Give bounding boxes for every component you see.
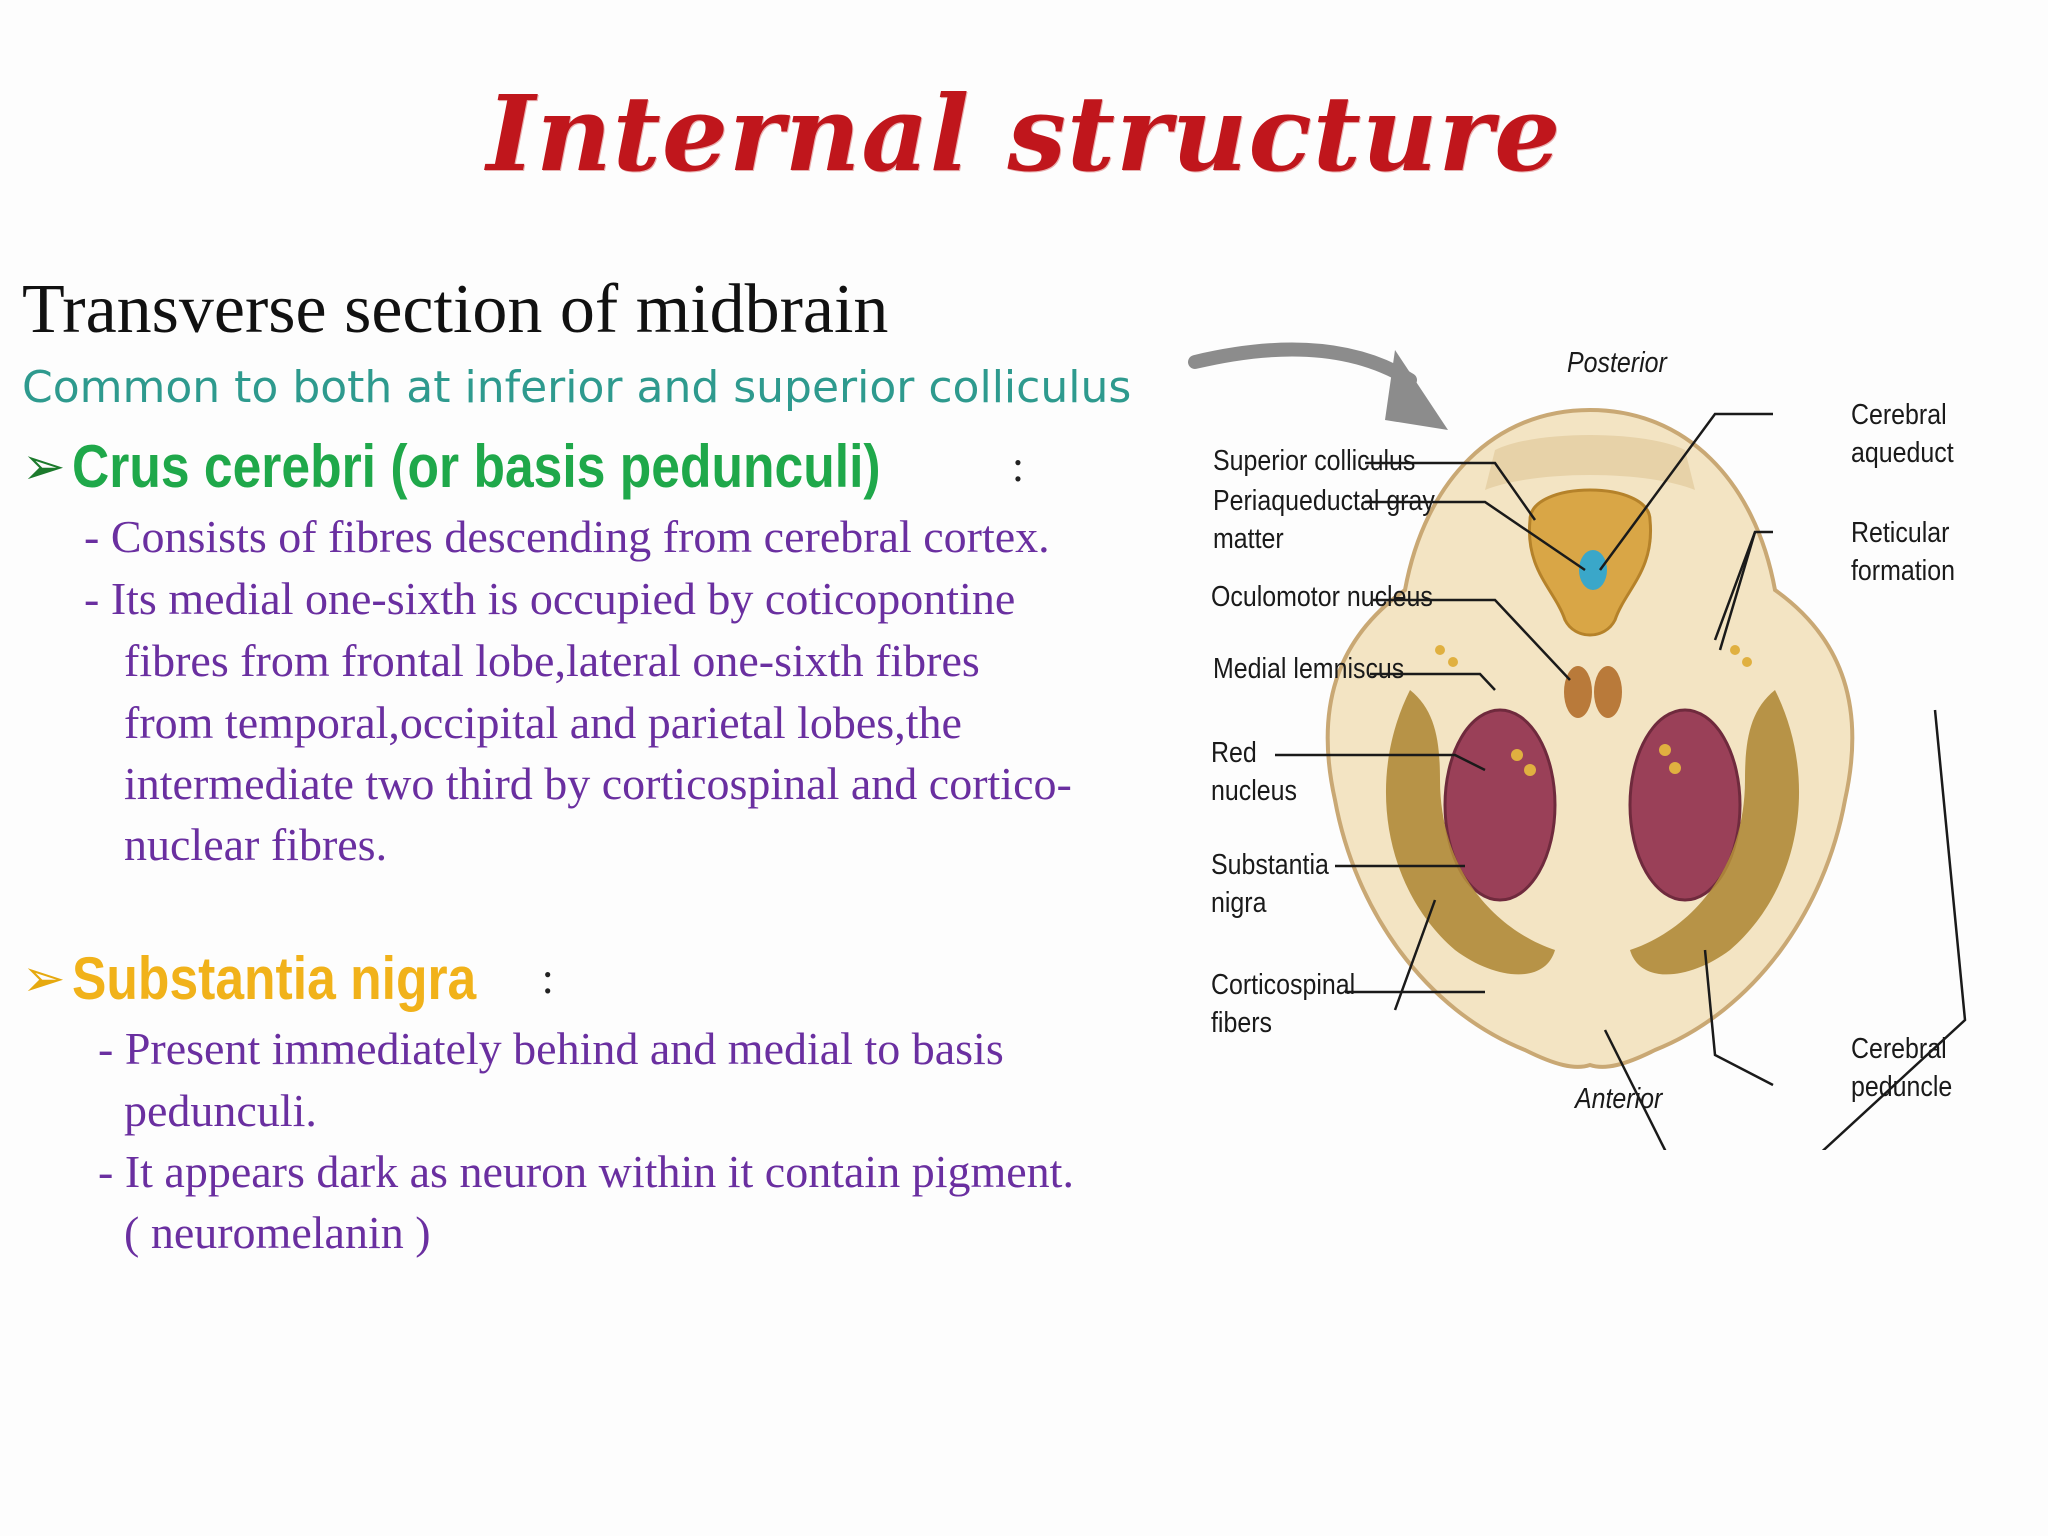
text-line: nuclear fibres. [124, 819, 388, 870]
bullet-colon: : [1011, 442, 1025, 491]
label-periaqueductal-2: matter [1213, 523, 1284, 555]
section-subheading: Common to both at inferior and superior … [22, 362, 1132, 413]
slide-title: Internal structure [486, 72, 1562, 195]
text-line: intermediate two third by corticospinal … [124, 758, 1072, 809]
text-line: pedunculi. [124, 1085, 317, 1136]
label-periaqueductal: Periaqueductal gray [1213, 485, 1435, 517]
label-red: Red [1211, 737, 1257, 769]
text-line: - Consists of fibres descending from cer… [84, 511, 1050, 562]
text-line: from temporal,occipital and parietal lob… [124, 697, 962, 748]
label-cerebral: Cerebral [1851, 399, 1947, 431]
label-fibers: fibers [1211, 1007, 1272, 1039]
bullet-substantia-nigra: ➢Substantia nigra: [22, 944, 554, 1013]
text-line: - Present immediately behind and medial … [98, 1023, 1004, 1074]
bullet-title: Substantia nigra [71, 945, 476, 1012]
label-corticospinal: Corticospinal [1211, 969, 1356, 1001]
text-line: fibres from frontal lobe,lateral one-six… [124, 635, 980, 686]
label-superior-colliculus: Superior colliculus [1213, 445, 1416, 477]
bullet-title: Crus cerebri (or basis pedunculi) [71, 433, 881, 500]
label-nigra: nigra [1211, 887, 1267, 919]
text-line: ( neuromelanin ) [124, 1207, 431, 1258]
text-line: - Its medial one-sixth is occupied by co… [84, 573, 1016, 624]
bullet-colon: : [541, 954, 554, 1003]
posterior-label: Posterior [1567, 347, 1667, 379]
midbrain-section-illustration [1275, 407, 1967, 1150]
label-reticular: Reticular [1851, 517, 1950, 549]
label-red-nucleus: nucleus [1211, 775, 1297, 807]
arrow-bullet-icon: ➢ [22, 948, 66, 1009]
label-medial-lemniscus: Medial lemniscus [1213, 653, 1405, 685]
anterior-label: Anterior [1575, 1083, 1663, 1115]
midbrain-diagram: Posterior Anterior Superior colliculus P… [1195, 330, 1995, 1150]
bullet-crus-cerebri: ➢Crus cerebri (or basis pedunculi): [22, 432, 1024, 501]
label-cerebral-2: Cerebral [1851, 1033, 1947, 1065]
text-line: - It appears dark as neuron within it co… [98, 1146, 1074, 1197]
label-substantia: Substantia [1211, 849, 1329, 881]
label-aqueduct: aqueduct [1851, 437, 1954, 469]
label-oculomotor-nucleus: Oculomotor nucleus [1211, 581, 1433, 613]
arrow-bullet-icon: ➢ [22, 436, 66, 497]
label-peduncle: peduncle [1851, 1071, 1953, 1103]
section-heading: Transverse section of midbrain [22, 271, 889, 348]
label-formation: formation [1851, 555, 1955, 587]
